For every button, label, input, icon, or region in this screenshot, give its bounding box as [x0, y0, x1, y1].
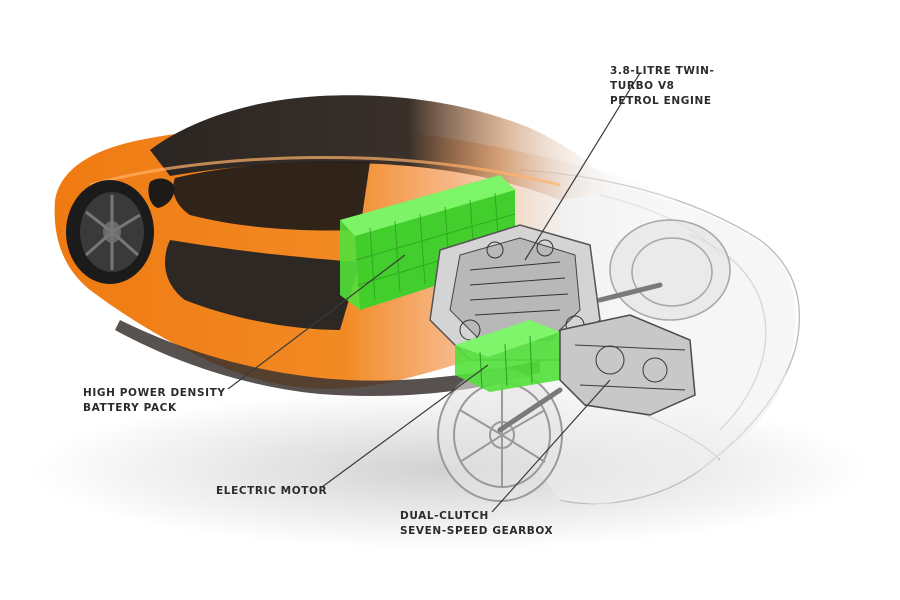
car-window	[173, 161, 370, 231]
body-highlight	[89, 155, 561, 187]
front-wheel	[66, 180, 154, 284]
leader-lines	[227, 72, 641, 513]
leader-engine	[524, 72, 641, 261]
far-rear-wheel	[609, 219, 731, 321]
side-intake	[165, 240, 360, 330]
label-battery-pack: HIGH POWER DENSITY BATTERY PACK	[83, 386, 226, 416]
leader-battery	[227, 254, 406, 390]
label-gearbox: DUAL-CLUTCH SEVEN-SPEED GEARBOX	[400, 509, 553, 539]
label-battery-pack-line1: HIGH POWER DENSITY	[83, 387, 226, 399]
label-electric-motor: ELECTRIC MOTOR	[216, 484, 327, 499]
electric-motor	[455, 320, 560, 392]
label-petrol-engine-line3: PETROL ENGINE	[610, 95, 712, 107]
leader-motor	[321, 364, 489, 488]
label-battery-pack-line2: BATTERY PACK	[83, 402, 177, 414]
leader-gearbox	[491, 379, 611, 513]
label-petrol-engine-line2: TURBO V8	[610, 80, 675, 92]
label-petrol-engine-line1: 3.8-LITRE TWIN-	[610, 65, 715, 77]
battery-pack	[340, 175, 516, 310]
label-gearbox-line2: SEVEN-SPEED GEARBOX	[400, 525, 554, 537]
engine-block	[429, 224, 601, 361]
label-gearbox-line1: DUAL-CLUTCH	[400, 510, 489, 522]
label-petrol-engine: 3.8-LITRE TWIN- TURBO V8 PETROL ENGINE	[610, 64, 714, 109]
label-electric-motor-line1: ELECTRIC MOTOR	[216, 485, 328, 497]
drive-shafts	[497, 282, 663, 433]
side-mirror	[148, 178, 175, 208]
gearbox	[559, 314, 696, 416]
side-skirt	[115, 320, 540, 396]
